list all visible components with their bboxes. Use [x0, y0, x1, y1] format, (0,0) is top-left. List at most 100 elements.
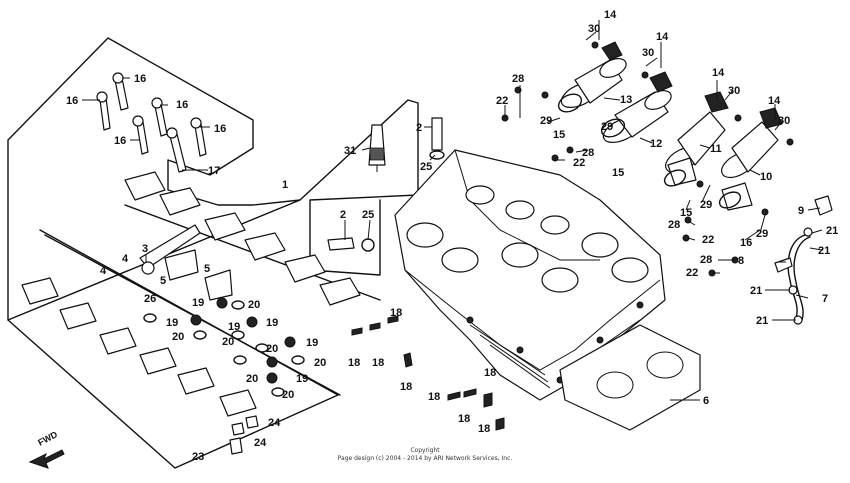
callout-7: 7	[822, 293, 828, 305]
callout-8: 8	[738, 255, 744, 267]
stud-bolt-lower[interactable]	[327, 237, 375, 252]
callout-16: 16	[740, 237, 752, 249]
callout-18: 18	[478, 423, 490, 435]
callout-24: 24	[268, 417, 281, 429]
callout-16: 16	[66, 95, 78, 107]
stud-bolt-upper[interactable]	[429, 117, 445, 160]
callout-18: 18	[390, 307, 402, 319]
callout-30: 30	[588, 23, 600, 35]
callout-19: 19	[192, 297, 204, 309]
insulator-band-screw[interactable]	[501, 41, 794, 277]
callout-20: 20	[314, 357, 326, 369]
oil-bolt[interactable]	[774, 195, 833, 273]
spark-plug[interactable]	[368, 124, 386, 172]
callout-28: 28	[668, 219, 680, 231]
callout-4: 4	[100, 265, 107, 277]
oil-pipe[interactable]	[787, 227, 813, 325]
cam-chain-tensioner[interactable]	[139, 224, 233, 301]
callout-5: 5	[160, 275, 166, 287]
callout-28: 28	[700, 254, 712, 266]
callout-18: 18	[458, 413, 470, 425]
callout-30: 30	[728, 85, 740, 97]
callout-11: 11	[710, 143, 722, 155]
camshaft-holder[interactable]	[21, 171, 361, 417]
dowel-pin[interactable]	[351, 315, 505, 431]
cam-sprocket-bolt[interactable]	[229, 415, 259, 455]
callout-29: 29	[540, 115, 552, 127]
callout-31: 31	[344, 145, 356, 157]
callout-3: 3	[142, 243, 148, 255]
callout-14: 14	[768, 95, 781, 107]
callout-25: 25	[420, 161, 432, 173]
copyright-line-2: Page design (c) 2004 - 2014 by ARI Netwo…	[338, 455, 513, 462]
callout-14: 14	[712, 67, 725, 79]
callout-19: 19	[166, 317, 178, 329]
callout-20: 20	[246, 373, 258, 385]
callout-21: 21	[750, 285, 762, 297]
callout-23: 23	[192, 451, 204, 463]
callout-leader-lines	[82, 20, 823, 401]
washer[interactable]	[143, 300, 305, 397]
callout-22: 22	[573, 157, 585, 169]
cylinder-head-nut[interactable]	[190, 297, 296, 384]
callout-5: 5	[204, 263, 210, 275]
callout-28: 28	[582, 147, 594, 159]
copyright-footer: Copyright Page design (c) 2004 - 2014 by…	[338, 447, 513, 462]
callout-22: 22	[702, 234, 714, 246]
cylinder-head-group-outline	[299, 99, 419, 276]
callout-29: 29	[756, 228, 768, 240]
callout-19: 19	[266, 317, 278, 329]
callout-16: 16	[134, 73, 146, 85]
callout-29: 29	[601, 121, 613, 133]
intake-insulator-13[interactable]	[558, 41, 629, 113]
intake-insulator-10[interactable]	[717, 107, 783, 211]
callout-4: 4	[122, 253, 129, 265]
callout-22: 22	[686, 267, 698, 279]
copyright-line-1: Copyright	[410, 447, 440, 454]
callout-30: 30	[642, 47, 654, 59]
callout-25: 25	[362, 209, 374, 221]
callout-12: 12	[650, 138, 662, 150]
callout-19: 19	[306, 337, 318, 349]
callout-24: 24	[254, 437, 267, 449]
hose-clamp[interactable]	[556, 91, 743, 211]
callout-16: 16	[176, 99, 188, 111]
callout-19: 19	[228, 321, 240, 333]
callout-15: 15	[553, 129, 565, 141]
intake-insulator-11[interactable]	[661, 91, 729, 186]
callout-2: 2	[416, 122, 422, 134]
callout-20: 20	[282, 389, 294, 401]
callout-21: 21	[818, 245, 830, 257]
callout-30: 30	[778, 115, 790, 127]
callout-21: 21	[756, 315, 768, 327]
callout-22: 22	[496, 95, 508, 107]
callout-18: 18	[372, 357, 384, 369]
callout-18: 18	[484, 367, 496, 379]
callout-17: 17	[208, 165, 220, 177]
callout-26: 26	[144, 293, 156, 305]
callout-21: 21	[826, 225, 838, 237]
callout-20: 20	[248, 299, 260, 311]
callout-10: 10	[760, 171, 772, 183]
callout-20: 20	[266, 343, 278, 355]
callout-2: 2	[340, 209, 346, 221]
callout-18: 18	[400, 381, 412, 393]
callout-9: 9	[798, 205, 804, 217]
callout-1: 1	[282, 179, 288, 191]
callout-15: 15	[612, 167, 624, 179]
camshaft-holder-bolt[interactable]	[96, 72, 207, 173]
callout-13: 13	[620, 94, 632, 106]
forward-direction-arrow-icon: FWD	[28, 429, 65, 469]
callout-14: 14	[604, 9, 617, 21]
forward-direction-label: FWD	[36, 429, 59, 448]
callout-20: 20	[172, 331, 184, 343]
callout-15: 15	[680, 207, 692, 219]
callout-labels: 14 30 14 30 28 22 13 29 15 29 28 22 12 1…	[66, 9, 838, 463]
head-gasket[interactable]	[559, 324, 701, 431]
cylinder-head[interactable]	[394, 149, 666, 401]
callout-16: 16	[214, 123, 226, 135]
callout-18: 18	[348, 357, 360, 369]
callout-18: 18	[428, 391, 440, 403]
callout-6: 6	[703, 395, 709, 407]
